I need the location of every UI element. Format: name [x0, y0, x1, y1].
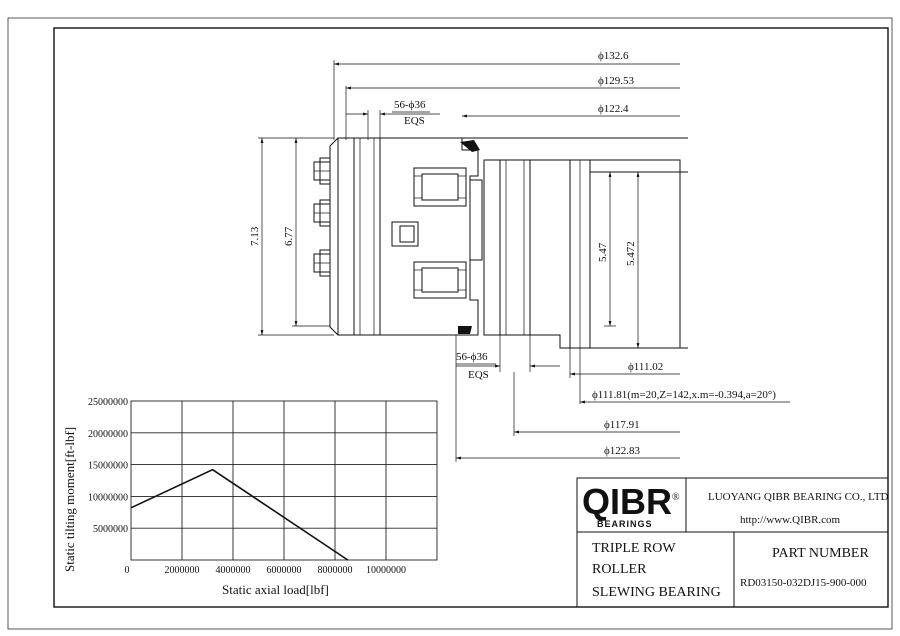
outer-frame [7, 17, 893, 630]
bolt-heads [313, 157, 331, 277]
company-logo: QIBR [582, 481, 672, 522]
dim-eqs-top: EQS [404, 115, 425, 127]
dim-d1: ϕ132.6 [598, 50, 629, 62]
x-tick-label: 0 [125, 565, 130, 576]
inner-frame [53, 27, 889, 608]
dimension-lines [258, 60, 790, 462]
bolt-hole-inner [499, 159, 531, 336]
logo-registered-mark: ® [672, 492, 680, 503]
dim-d6: ϕ117.91 [604, 419, 640, 431]
dim-d7: ϕ122.83 [604, 445, 641, 457]
x-tick-label: 8000000 [318, 565, 353, 576]
description-line3: SLEWING BEARING [592, 585, 721, 600]
seal-top [460, 140, 480, 152]
x-tick-label: 4000000 [216, 565, 251, 576]
description-line1: TRIPLE ROW [592, 541, 676, 556]
dim-bolt-bottom: 56-ϕ36 [456, 351, 488, 363]
title-block: QIBR ® BEARINGS LUOYANG QIBR BEARING CO.… [576, 477, 889, 608]
outer-ring [337, 137, 479, 336]
company-website: http://www.QIBR.com [740, 514, 841, 526]
dim-eqs-bottom: EQS [468, 369, 489, 381]
chart-ticks: 0 2000000 4000000 6000000 8000000 10000000 500… [88, 397, 406, 576]
part-number: RD03150-032DJ15-900-000 [740, 577, 867, 589]
y-tick-label: 25000000 [88, 397, 128, 408]
dim-d3: ϕ122.4 [598, 103, 629, 115]
chart-ylabel: Static tilting moment[ft-lbf] [62, 427, 77, 572]
dim-bolt-top: 56-ϕ36 [394, 99, 426, 111]
x-tick-label: 10000000 [366, 565, 406, 576]
dim-h3: 5.47 [597, 242, 609, 262]
roller-radial [469, 179, 483, 261]
load-chart: 0 2000000 4000000 6000000 8000000 10000000 500… [62, 397, 438, 597]
company-name: LUOYANG QIBR BEARING CO., LTD [708, 491, 889, 503]
description-line2: ROLLER [592, 562, 647, 577]
load-curve [130, 468, 349, 561]
dim-h1: 7.13 [249, 226, 261, 246]
y-tick-label: 20000000 [88, 429, 128, 440]
dim-d4: ϕ111.02 [628, 361, 663, 373]
y-tick-label: 5000000 [93, 524, 128, 535]
dim-h2: 6.77 [283, 226, 295, 246]
x-tick-label: 6000000 [267, 565, 302, 576]
y-tick-label: 15000000 [88, 461, 128, 472]
logo-subtext: BEARINGS [597, 519, 653, 529]
y-tick-label: 10000000 [88, 492, 128, 503]
x-tick-label: 2000000 [165, 565, 200, 576]
dimension-texts: ϕ132.6 ϕ129.53 56-ϕ36 EQS ϕ122.4 7.13 6.… [249, 50, 776, 457]
dim-d2: ϕ129.53 [598, 75, 635, 87]
dim-h4: 5.472 [625, 241, 637, 266]
part-number-label: PART NUMBER [772, 546, 869, 561]
seal-bottom [458, 326, 472, 334]
bolt-hole-outer [353, 137, 381, 336]
bearing-cross-section [313, 137, 688, 349]
chart-grid [130, 400, 438, 561]
dim-d5: ϕ111.81(m=20,Z=142,x.m=-0.394,a=20°) [592, 389, 776, 401]
chart-xlabel: Static axial load[lbf] [222, 582, 329, 597]
grease-fitting [391, 221, 419, 247]
